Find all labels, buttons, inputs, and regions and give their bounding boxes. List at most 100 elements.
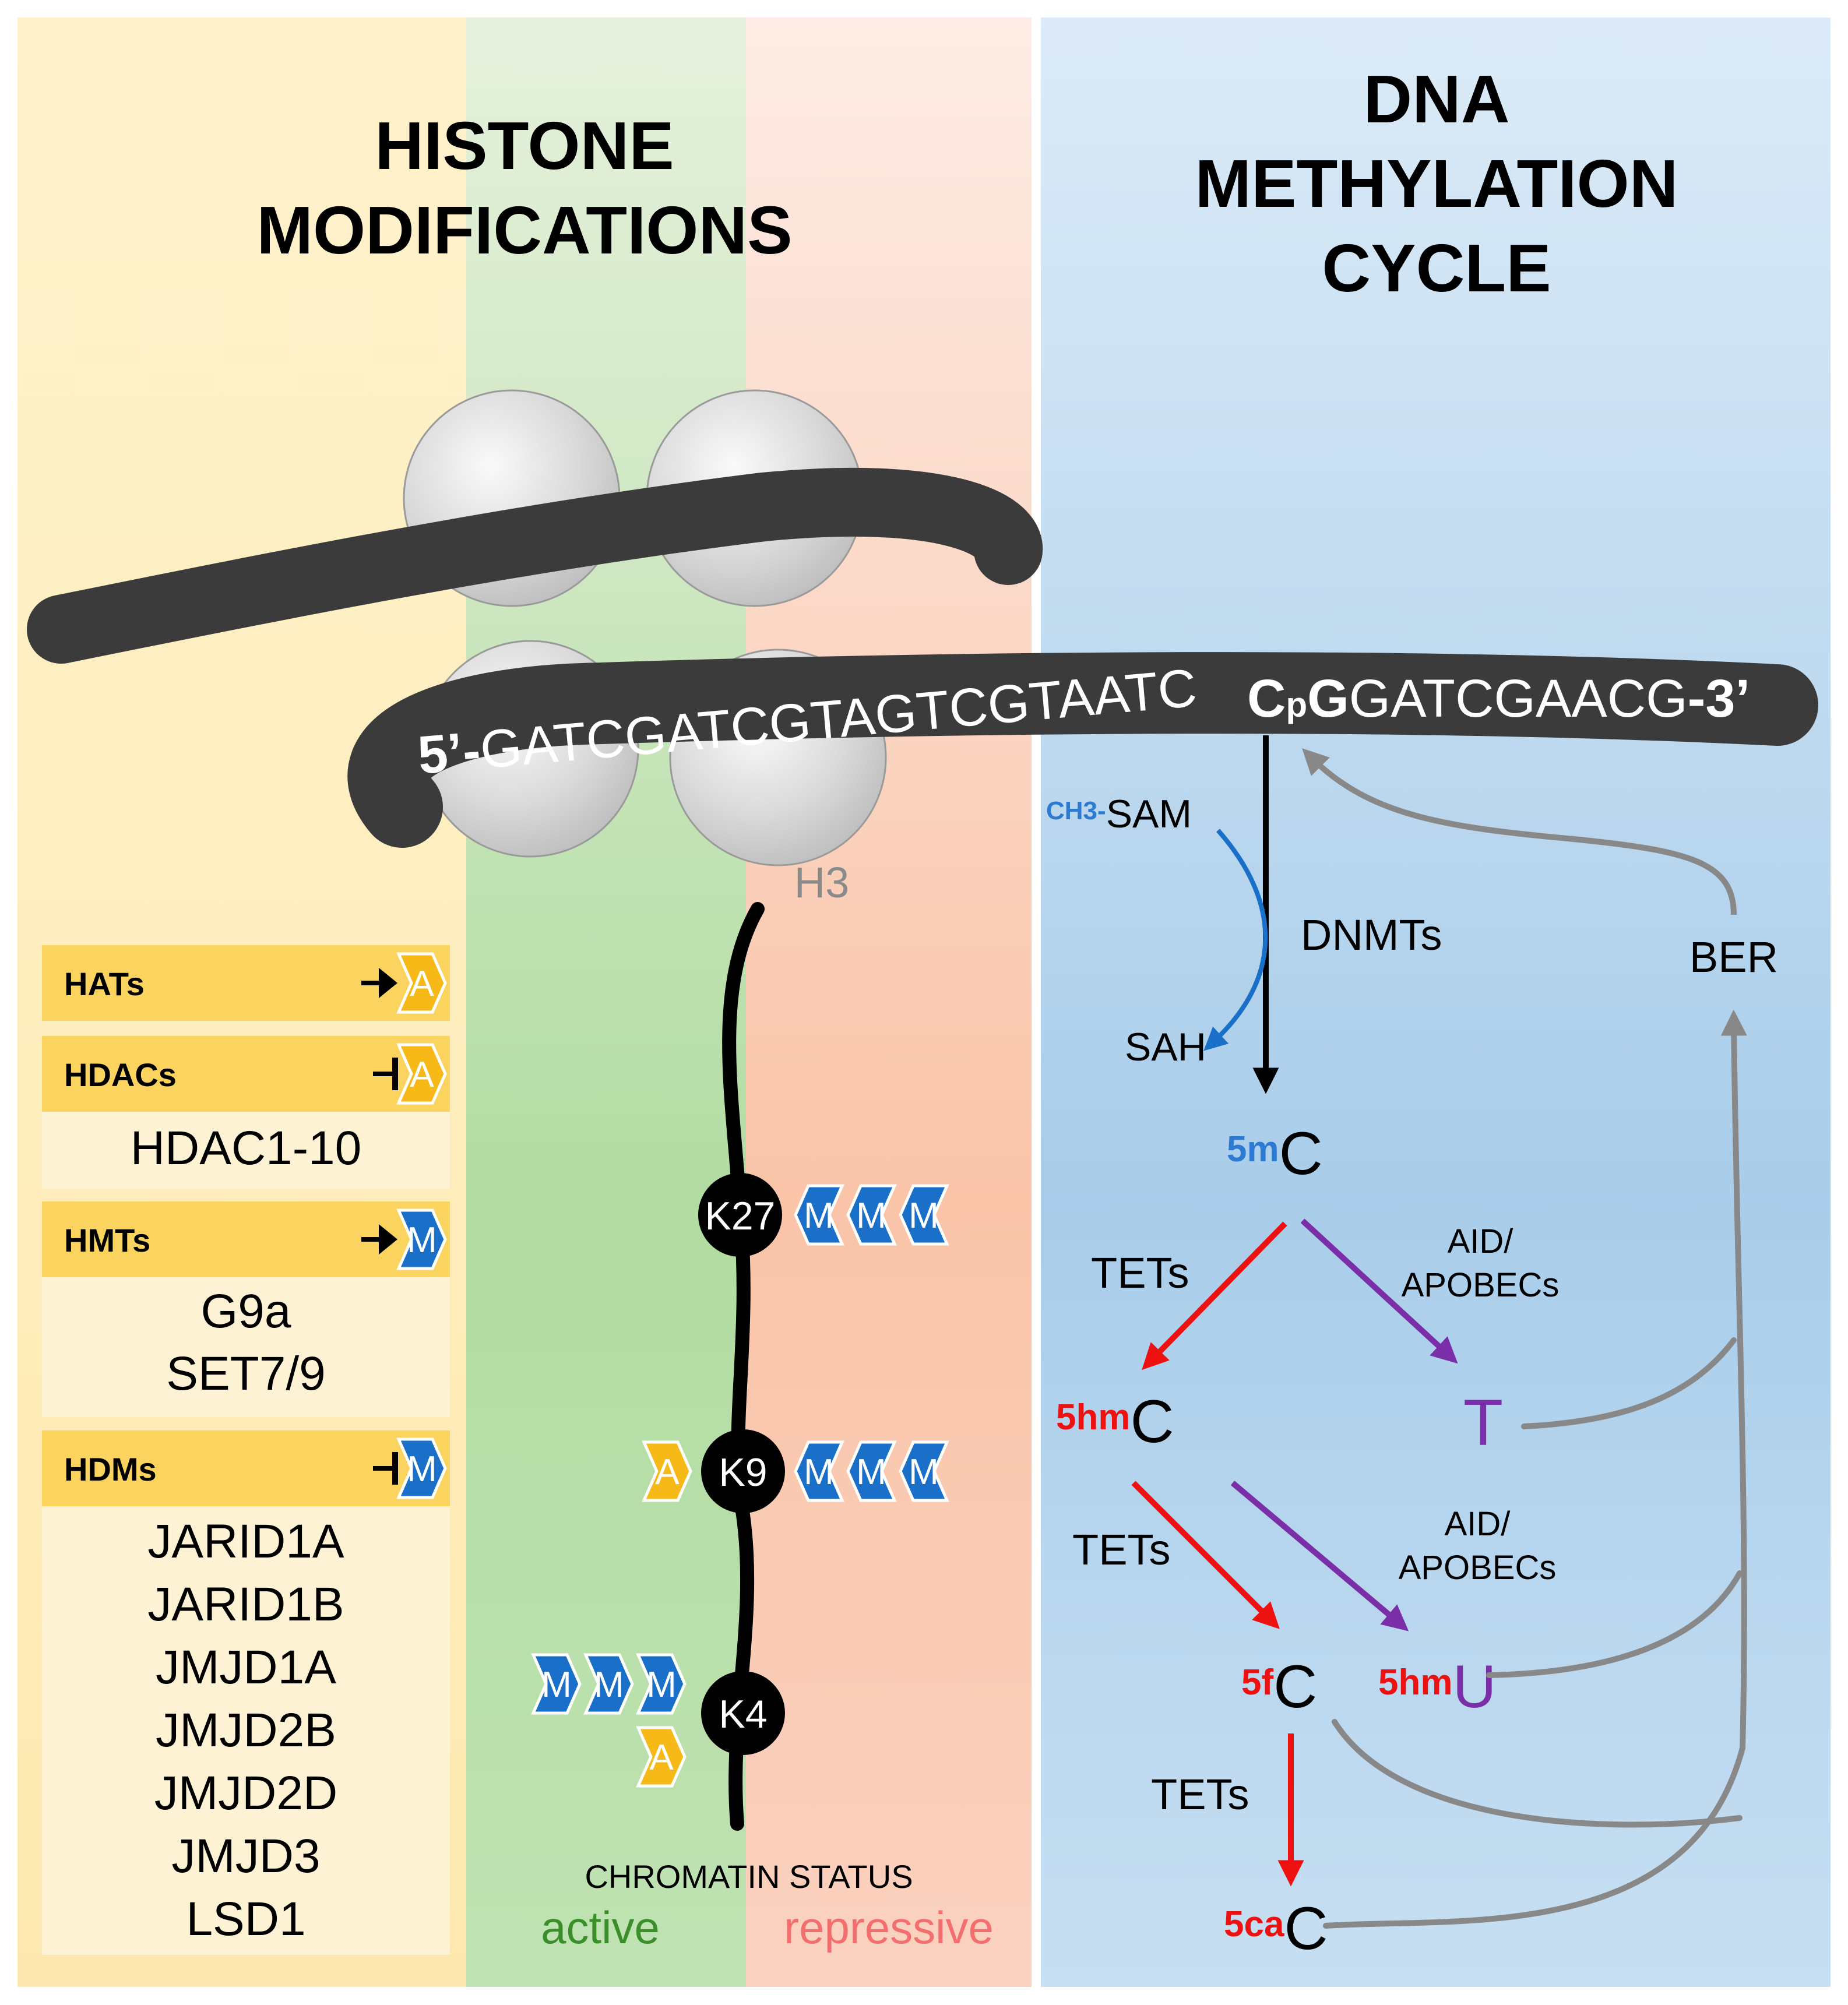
dna-title-line3: CYCLE — [1322, 230, 1551, 306]
sah-label: SAH — [1125, 1025, 1206, 1069]
tets-arrow-5hmc-5fc — [1131, 1481, 1280, 1629]
methyl-mark-icon: M — [396, 1208, 447, 1270]
cpg-c: C — [1247, 669, 1286, 728]
base-c: C — [1273, 1653, 1317, 1721]
hdms-label: HDMs — [64, 1451, 157, 1488]
residue-k27-label: K27 — [705, 1194, 776, 1238]
inhibit-arrow-icon: A — [373, 1043, 447, 1105]
chromatin-status-label: CHROMATIN STATUS — [585, 1858, 913, 1895]
aid-label-1-line1: AID/ — [1448, 1222, 1514, 1260]
hmts-member: SET7/9 — [166, 1347, 325, 1400]
hmts-members-box — [42, 1277, 450, 1417]
inhibit-arrow-icon: M — [373, 1437, 447, 1499]
dna-sequence-part2: GATCGAACG — [1349, 669, 1688, 728]
hdms-member: JMJD3 — [171, 1830, 320, 1883]
sam-text: SAM — [1106, 792, 1192, 836]
sam-to-sah-arrow — [1203, 829, 1268, 1051]
methyl-mark-icon: M — [794, 1184, 844, 1246]
hdms-member: JARID1A — [147, 1515, 344, 1568]
hdms-members-box — [42, 1506, 450, 1955]
histone-title-line1: HISTONE — [375, 108, 674, 184]
sam-label: CH3-SAM — [1046, 792, 1192, 836]
dnmts-label: DNMTs — [1301, 911, 1442, 959]
ber-label: BER — [1689, 933, 1778, 981]
hdacs-label: HDACs — [64, 1056, 177, 1093]
tets-label-2: TETs — [1072, 1525, 1171, 1574]
acetyl-mark-icon: A — [396, 1043, 447, 1105]
hdms-member: JMJD2D — [154, 1767, 337, 1820]
aid-label-2-line1: AID/ — [1445, 1505, 1511, 1543]
base-t: T — [1463, 1386, 1503, 1459]
ber-line-from-5cac — [1323, 1745, 1745, 1929]
mark-letter: M — [804, 1452, 834, 1492]
dna-title-line1: DNA — [1363, 61, 1509, 137]
hmts-label: HMTs — [64, 1222, 150, 1259]
base-5cac: 5caC — [1224, 1895, 1328, 1962]
methyl-mark-icon: M — [531, 1653, 582, 1715]
dna-wrap-back — [27, 467, 1043, 664]
aid-arrow-5mc-t — [1300, 1218, 1458, 1364]
base-5hmc: 5hmC — [1056, 1388, 1174, 1456]
methyl-mark-icon: M — [846, 1184, 897, 1246]
mark-letter: M — [804, 1196, 834, 1236]
base-5hmu: 5hmU — [1378, 1653, 1497, 1721]
mark-letter: M — [646, 1665, 677, 1705]
ber-line-from-5hmu — [1486, 1570, 1743, 1678]
residue-k9-label: K9 — [719, 1450, 767, 1495]
mark-letter: M — [909, 1452, 939, 1492]
base-u: U — [1452, 1653, 1496, 1721]
acetyl-mark-icon: A — [396, 952, 447, 1014]
methyl-mark-icon: M — [396, 1437, 447, 1499]
mark-letter: M — [909, 1196, 939, 1236]
add-arrow-icon: A — [361, 952, 447, 1014]
aid-label-2-line2: APOBECs — [1399, 1549, 1557, 1587]
base-c: C — [1284, 1895, 1328, 1962]
h3-label: H3 — [794, 858, 850, 907]
methyl-mark-icon: M — [583, 1653, 634, 1715]
hdms-member: JMJD1A — [156, 1641, 336, 1694]
prefix-5cac: 5ca — [1224, 1904, 1284, 1944]
acetyl-mark-icon: A — [642, 1440, 692, 1502]
mark-letter: A — [655, 1452, 680, 1492]
mark-letter: A — [410, 964, 434, 1004]
mark-letter: M — [407, 1449, 437, 1489]
methyl-mark-icon: M — [899, 1440, 949, 1502]
base-c: C — [1130, 1388, 1174, 1456]
hdacs-member: HDAC1-10 — [131, 1122, 361, 1175]
hdacs-members-box — [42, 1112, 450, 1189]
ber-pathway-lines — [1323, 1009, 1747, 1929]
dna-3prime-end: -3’ — [1688, 669, 1750, 728]
methyl-mark-icon: M — [846, 1440, 897, 1502]
residue-k4-label: K4 — [719, 1692, 767, 1736]
base-5mc: 5mC — [1227, 1120, 1323, 1188]
mark-letter: M — [541, 1665, 572, 1705]
mark-letter: M — [407, 1220, 437, 1260]
dna-strand — [347, 652, 1818, 848]
repressive-chromatin-background — [746, 17, 1032, 1987]
prefix-5mc: 5m — [1227, 1129, 1279, 1169]
add-arrow-icon: M — [361, 1208, 447, 1270]
ber-line-from-5fc — [1332, 1719, 1743, 1828]
chromatin-repressive-label: repressive — [784, 1902, 994, 1953]
base-c: C — [1279, 1120, 1323, 1188]
hdms-member: LSD1 — [186, 1893, 305, 1946]
cpg-g: G — [1307, 669, 1349, 728]
prefix-5hmc: 5hm — [1056, 1397, 1130, 1437]
mark-letter: A — [410, 1055, 434, 1095]
ber-trunk — [1720, 1009, 1747, 1751]
residue-k9-node — [701, 1429, 785, 1513]
cpg-p: p — [1286, 685, 1307, 724]
tets-arrow-5mc-5hmc — [1142, 1221, 1287, 1370]
dna-sequence-cpg: CpGGATCGAACG-3’ — [1247, 669, 1750, 728]
prefix-5fc: 5f — [1241, 1662, 1273, 1703]
mark-letter: M — [856, 1452, 886, 1492]
base-5fc: 5fC — [1241, 1653, 1317, 1721]
dna-title-line2: METHYLATION — [1195, 146, 1678, 221]
methyl-mark-icon: M — [794, 1440, 844, 1502]
acetyl-mark-icon: A — [636, 1726, 687, 1788]
dna-methylation-panel-background — [1041, 17, 1831, 1987]
tets-label-1: TETs — [1091, 1249, 1189, 1297]
ber-return-arrow — [1302, 748, 1737, 915]
